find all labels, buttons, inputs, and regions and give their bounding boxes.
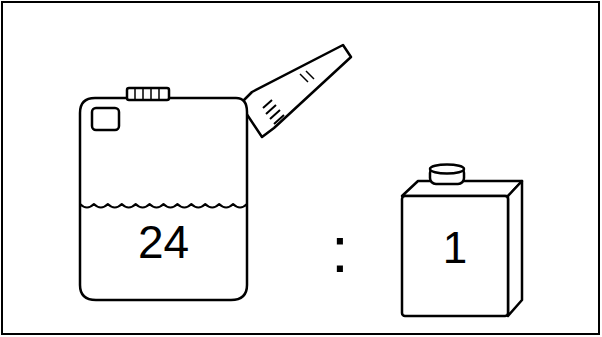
can-cap	[127, 88, 169, 100]
liquid-level	[80, 204, 247, 208]
handle-hole	[92, 108, 119, 130]
can-body	[80, 98, 247, 300]
quantity-number: 1	[402, 218, 508, 278]
fuel-can: 24	[75, 44, 355, 302]
oil-bottle: 1	[395, 160, 525, 322]
spout-lines	[300, 71, 314, 82]
bottle-side	[508, 181, 522, 316]
spout-ridges	[263, 100, 284, 124]
frame-border	[2, 2, 599, 334]
bottle-front	[402, 196, 508, 316]
cap-ridges	[135, 88, 159, 100]
spout	[240, 45, 351, 137]
ratio-colon: :	[315, 205, 365, 295]
quantity-number: 24	[80, 212, 247, 272]
fuel-can-outline	[75, 44, 355, 302]
bottle-cap-top	[430, 165, 464, 174]
